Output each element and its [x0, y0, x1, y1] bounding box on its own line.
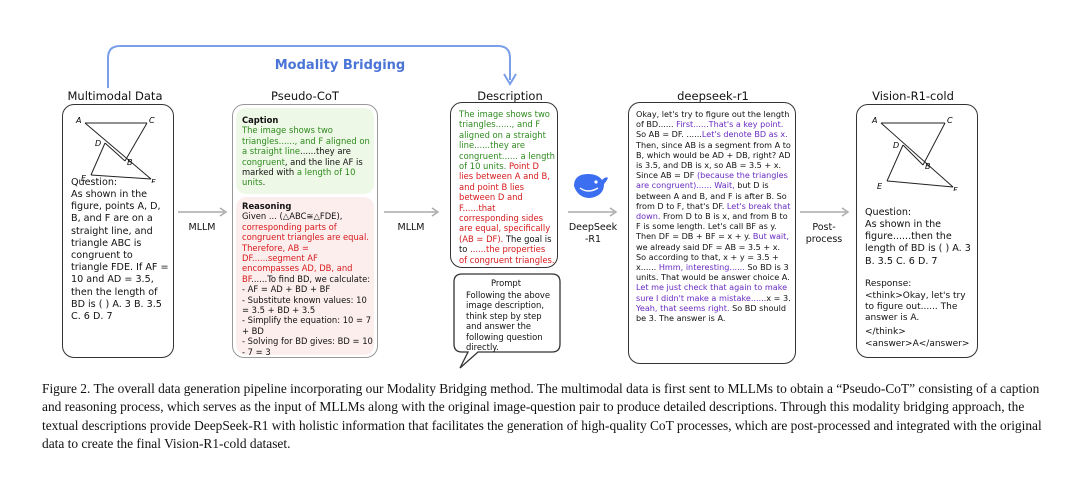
reasoning-title: Reasoning — [242, 201, 292, 211]
caption-text-1: The image shows two triangles......, and… — [242, 125, 333, 146]
arrow-mllm-1 — [178, 207, 228, 217]
mllm-label-2: MLLM — [397, 222, 425, 233]
reasoning-text-3: ......To find BD, we calculate: — [251, 273, 371, 284]
label-d-2: D — [893, 141, 899, 150]
title-multimodal-data: Multimodal Data — [67, 89, 163, 103]
deepseek-output-text: Okay, let's try to figure out the length… — [636, 109, 792, 323]
post-process-label: Post- process — [798, 222, 850, 245]
ds-text-12: we already said DF = AB = 3.5 + x. So ac… — [636, 241, 781, 273]
deepseek-label-line-1: DeepSeek — [568, 222, 618, 233]
ds-text-5: Then, since AB is a segment from A to B,… — [636, 139, 791, 181]
vision-question-label: Question: — [865, 207, 912, 218]
vision-response-label: Response: — [865, 279, 912, 289]
ds-text-3: So AB = DF. ...... — [636, 129, 702, 140]
description-box: The image shows two triangles......, and… — [450, 102, 558, 268]
arrow-mllm-2 — [384, 207, 440, 217]
ds-text-16: x = 3. — [766, 292, 791, 303]
vision-r1-cold-box: A C D B E F Question: As shown in the fi… — [856, 104, 978, 358]
title-pseudo-cot: Pseudo-CoT — [271, 89, 339, 103]
caption-panel — [236, 108, 374, 194]
title-deepseek-r1: deepseek-r1 — [677, 89, 749, 103]
mllm-label-1: MLLM — [188, 222, 216, 233]
label-f-2: F — [953, 186, 958, 191]
caption-text-3: ......they are — [300, 146, 351, 157]
ds-text-6: (because the triangles are congruent)...… — [636, 170, 788, 191]
title-description: Description — [477, 89, 543, 103]
modality-bridging-label: Modality Bridging — [274, 58, 406, 73]
ds-text-4: Let's denote BD as x. — [701, 129, 788, 140]
question-label: Question: — [71, 177, 118, 188]
label-e-2: E — [877, 182, 883, 191]
ds-text-1: Okay, let's try to figure out the length… — [636, 109, 790, 130]
description-text-4: ......the properties of congruent triang… — [459, 244, 555, 265]
arrow-post-process — [800, 207, 850, 217]
label-a-2: A — [871, 116, 877, 125]
reasoning-text-2: corresponding parts of congruent triangl… — [242, 221, 369, 284]
label-a: A — [75, 116, 81, 125]
ds-text-2: First......That's a key point. — [676, 119, 784, 130]
ds-text-11: But wait, — [752, 231, 789, 242]
description-text-1: The image shows two triangles......, and… — [459, 109, 555, 172]
ds-text-18: So BD should be 3. The answer is A. — [636, 302, 786, 324]
vision-question-text: As shown in the figure......then the len… — [865, 219, 971, 267]
prompt-text: Following the above image description, t… — [466, 290, 550, 353]
caption-text-5: , and the line AF is marked with — [242, 156, 363, 178]
caption-text-4: congruent — [242, 156, 285, 167]
caption-title: Caption — [242, 115, 279, 125]
label-e: E — [81, 174, 87, 183]
pseudo-cot-box: Caption The image shows two triangles...… — [232, 104, 378, 358]
caption-text-2: aligned on a straight line — [242, 135, 370, 157]
caption-section: Caption The image shows two triangles...… — [242, 115, 374, 188]
deepseek-r1-label: DeepSeek -R1 — [566, 222, 620, 245]
description-text-3: The goal is to — [459, 233, 552, 255]
ds-text-9: Let's break that down. — [636, 200, 791, 222]
prompt-title: Prompt — [490, 278, 522, 288]
ds-text-8: but D is between A and B, and F is after… — [636, 180, 787, 211]
reasoning-step-3: - Simplify the equation: 10 = 7 + BD — [242, 315, 372, 336]
post-label-line-2: process — [805, 233, 843, 245]
reasoning-text-1: Given ... (△ABC≅△FDE), — [242, 211, 343, 222]
vision-response-text-1: <think>Okay, let's try to figure out....… — [865, 291, 966, 323]
modality-bridging-arc — [107, 45, 517, 88]
label-c: C — [149, 116, 155, 125]
reasoning-panel — [236, 197, 374, 355]
ds-text-13: Hmm, interesting...... — [658, 262, 745, 273]
multimodal-data-box: A C D B E F Question: As shown in the fi… — [62, 104, 174, 358]
label-d: D — [95, 139, 101, 148]
vision-response-text-3: <answer>A</answer> — [865, 339, 970, 349]
reasoning-step-1: - AF = AD + BD + BF — [242, 284, 331, 295]
title-vision-r1-cold: Vision-R1-cold — [872, 89, 954, 103]
reasoning-step-2: - Substitute known values: 10 = 3.5 + BD… — [242, 294, 367, 316]
post-label-line-1: Post- — [812, 222, 836, 233]
arc-arrowhead-icon — [503, 73, 517, 86]
geometry-figure-2: A C D B E F — [871, 116, 958, 191]
deepseek-label-line-2: -R1 — [584, 233, 602, 245]
ds-text-7: Wait, — [711, 180, 735, 191]
ds-text-14: So BD is 3 units. That would be answer c… — [636, 262, 790, 283]
question-text: As shown in the figure, points A, D, B, … — [71, 189, 169, 323]
reasoning-step-4: - Solving for BD gives: BD = 10 - 7 = 3 — [242, 336, 373, 357]
label-c-2: C — [947, 116, 953, 125]
ds-text-17: Yeah, that seems right. — [636, 302, 730, 313]
description-text-2: Point D lies between A and B, and point … — [459, 161, 551, 244]
label-b: B — [127, 158, 133, 167]
ds-text-10: From D to B is x, and from B to F is som… — [636, 211, 788, 242]
label-f: F — [151, 178, 156, 183]
label-b-2: B — [925, 162, 931, 171]
figure-caption: Figure 2. The overall data generation pi… — [42, 381, 1042, 451]
reasoning-section: Reasoning Given ... (△ABC≅△FDE), corresp… — [242, 201, 374, 357]
vision-response-text-2: </think> — [865, 327, 906, 337]
deepseek-whale-icon — [574, 174, 608, 198]
prompt-bubble-shape — [453, 273, 561, 369]
deepseek-output-box: Okay, let's try to figure out the length… — [628, 102, 796, 364]
caption-text-7: . — [262, 177, 266, 188]
caption-text-6: a length of 10 units — [242, 167, 356, 188]
description-text: The image shows two triangles......, and… — [459, 109, 555, 265]
arrow-deepseek — [568, 207, 618, 217]
geometry-figure: A C D B E F — [75, 116, 156, 183]
ds-text-15: Let me just check that again to make sur… — [636, 282, 788, 303]
